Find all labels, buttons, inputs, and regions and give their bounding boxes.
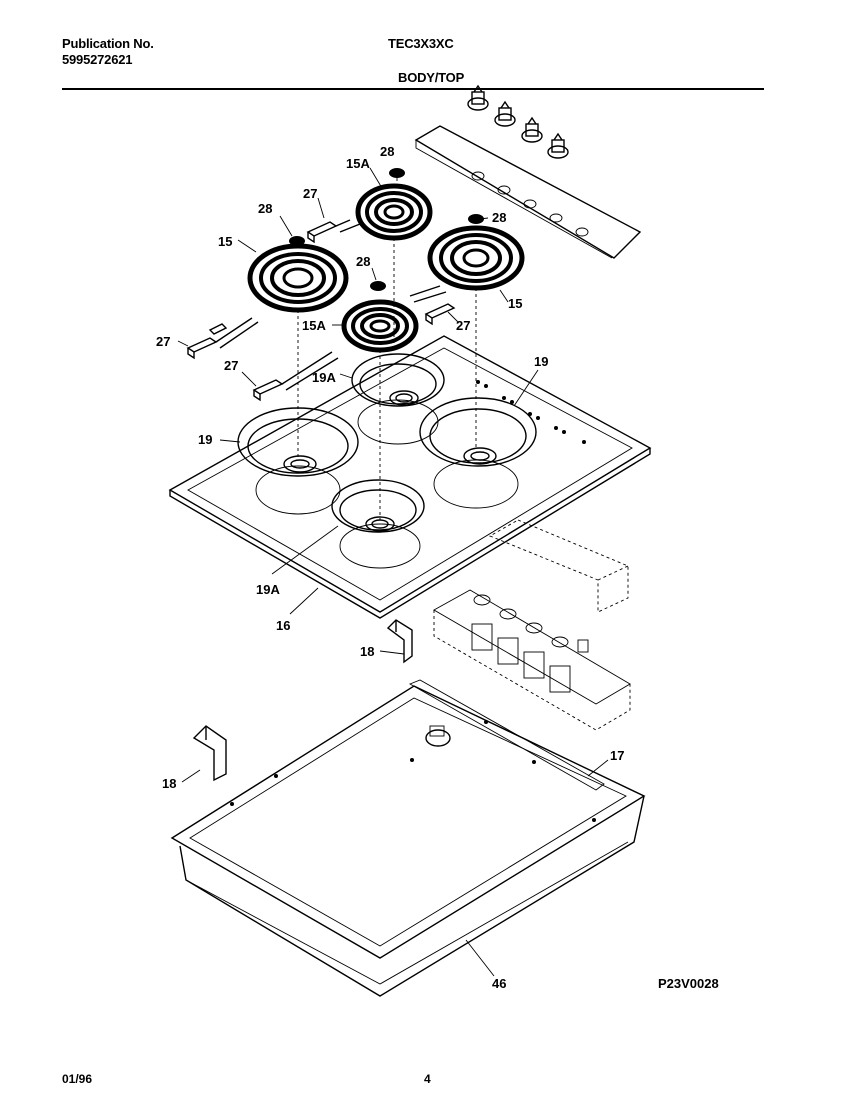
control-panel bbox=[414, 125, 642, 259]
publication-label: Publication No. bbox=[62, 36, 154, 51]
callout-28: 28 bbox=[380, 144, 394, 159]
infinite-switches bbox=[433, 589, 631, 731]
surface-element-15-left bbox=[247, 243, 349, 313]
callout-28: 28 bbox=[492, 210, 506, 225]
callout-28: 28 bbox=[258, 201, 272, 216]
control-knobs bbox=[467, 84, 569, 159]
cooktop-16 bbox=[168, 335, 652, 619]
footer-date: 01/96 bbox=[62, 1072, 93, 1086]
surface-element-15a-middle bbox=[341, 299, 419, 353]
header-rule bbox=[62, 88, 764, 90]
callout-16: 16 bbox=[276, 618, 290, 633]
surface-element-15a-top bbox=[355, 183, 433, 241]
drip-bowl-19a-top bbox=[351, 353, 445, 407]
publication-number: 5995272621 bbox=[62, 52, 133, 67]
callout-18: 18 bbox=[162, 776, 176, 791]
callout-19: 19 bbox=[534, 354, 548, 369]
callout-46: 46 bbox=[492, 976, 506, 991]
receptacles-27 bbox=[186, 219, 456, 402]
callout-27: 27 bbox=[303, 186, 317, 201]
callout-17: 17 bbox=[610, 748, 624, 763]
burner-box-46 bbox=[170, 685, 646, 997]
spacers-28 bbox=[289, 168, 484, 291]
callout-15a: 15A bbox=[302, 318, 326, 333]
callout-19a: 19A bbox=[256, 582, 280, 597]
callout-15: 15 bbox=[218, 234, 232, 249]
bracket-18-top bbox=[386, 619, 413, 664]
drip-bowl-19a-bottom bbox=[331, 479, 425, 533]
heat-shield-17 bbox=[408, 679, 605, 791]
callout-27: 27 bbox=[224, 358, 238, 373]
alignment-lines bbox=[297, 178, 477, 520]
page-number: 4 bbox=[424, 1072, 431, 1086]
callout-19a: 19A bbox=[312, 370, 336, 385]
leader-lines bbox=[177, 167, 609, 977]
callout-27: 27 bbox=[456, 318, 470, 333]
callout-27: 27 bbox=[156, 334, 170, 349]
figure-code: P23V0028 bbox=[658, 976, 719, 991]
bracket-18-left bbox=[192, 725, 227, 782]
callout-15: 15 bbox=[508, 296, 522, 311]
callout-28: 28 bbox=[356, 254, 370, 269]
callout-19: 19 bbox=[198, 432, 212, 447]
surface-element-15-right bbox=[427, 225, 525, 291]
drip-bowl-19-right bbox=[419, 397, 537, 467]
section-title: BODY/TOP bbox=[398, 70, 465, 85]
callout-15a: 15A bbox=[346, 156, 370, 171]
callout-18: 18 bbox=[360, 644, 374, 659]
control-housing bbox=[488, 519, 629, 613]
model-number: TEC3X3XC bbox=[388, 36, 454, 51]
